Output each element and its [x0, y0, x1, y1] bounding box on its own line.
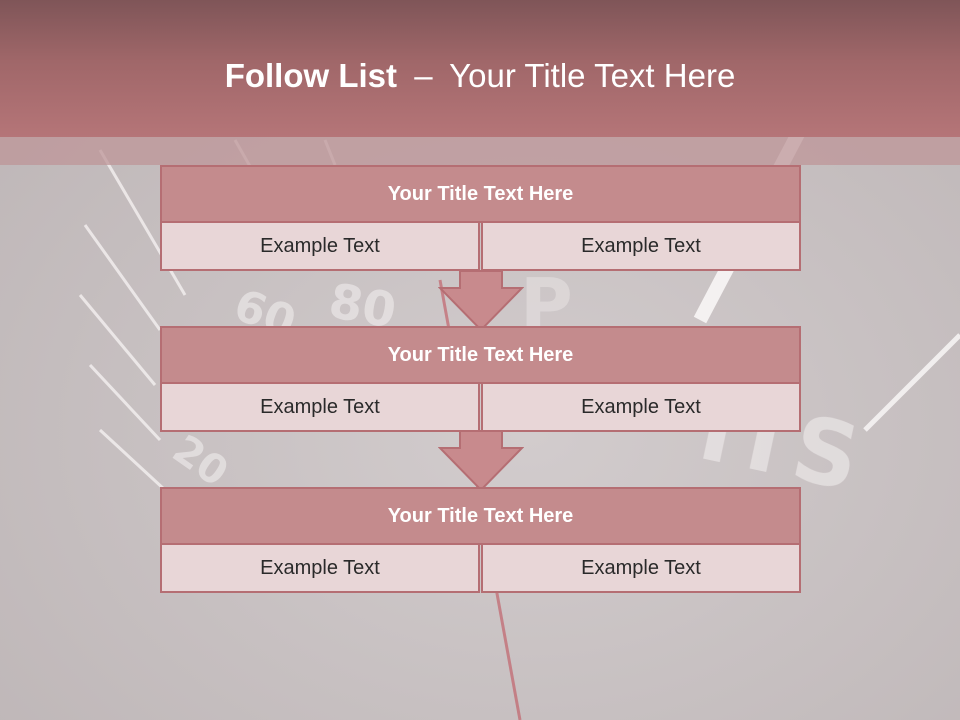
step-cell-right: Example Text	[481, 221, 801, 271]
title-separator: –	[414, 57, 433, 94]
step-cell-left: Example Text	[160, 221, 480, 271]
step-title: Your Title Text Here	[160, 326, 801, 384]
down-arrow-icon	[438, 430, 524, 492]
step-title: Your Title Text Here	[160, 487, 801, 545]
slide-title: Follow List – Your Title Text Here	[0, 56, 960, 96]
step-title: Your Title Text Here	[160, 165, 801, 223]
step-cell-right: Example Text	[481, 543, 801, 593]
step-box-1: Your Title Text Here Example Text Exampl…	[160, 165, 801, 271]
down-arrow-icon	[438, 270, 524, 332]
header-bar	[0, 0, 960, 137]
title-bold: Follow List	[224, 57, 398, 94]
title-rest: Your Title Text Here	[449, 57, 736, 94]
header-band	[0, 137, 960, 165]
step-box-3: Your Title Text Here Example Text Exampl…	[160, 487, 801, 593]
step-cell-right: Example Text	[481, 382, 801, 432]
step-cell-left: Example Text	[160, 382, 480, 432]
step-box-2: Your Title Text Here Example Text Exampl…	[160, 326, 801, 432]
step-cell-left: Example Text	[160, 543, 480, 593]
